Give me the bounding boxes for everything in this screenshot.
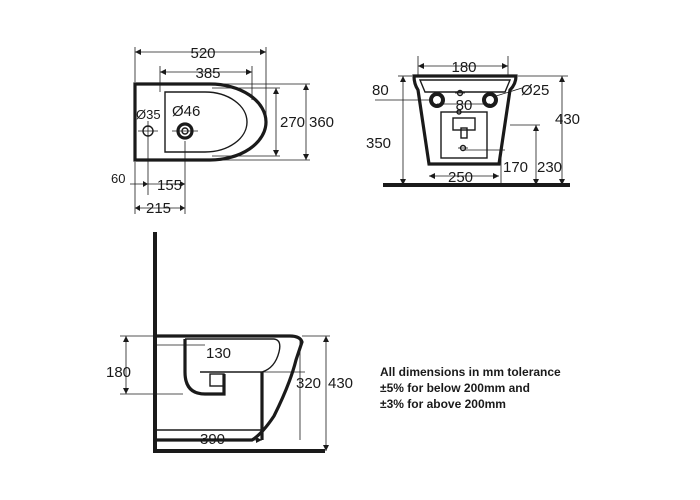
dim-side-430: 430 bbox=[328, 375, 353, 392]
side-view: 180 130 320 430 390 bbox=[106, 232, 353, 453]
note-line-3: ±3% for above 200mm bbox=[380, 397, 506, 411]
dim-rear-170: 170 bbox=[503, 159, 528, 176]
top-view-bowl bbox=[164, 91, 248, 153]
dim-rear-250: 250 bbox=[448, 169, 473, 186]
label-pipe-25: Ø25 bbox=[521, 82, 549, 99]
note-line-1: All dimensions in mm tolerance bbox=[380, 365, 561, 379]
dim-rear-hole-spacing: 80 bbox=[456, 97, 473, 114]
dim-360: 360 bbox=[309, 114, 334, 131]
dim-270: 270 bbox=[280, 114, 305, 131]
top-view-outline bbox=[133, 82, 268, 162]
tolerance-note: All dimensions in mm tolerance ±5% for b… bbox=[380, 364, 680, 412]
label-hole-35: Ø35 bbox=[136, 107, 161, 122]
rear-recess bbox=[440, 111, 488, 159]
dim-side-320: 320 bbox=[296, 375, 321, 392]
dim-side-180: 180 bbox=[106, 364, 131, 381]
dim-rear-430: 430 bbox=[555, 111, 580, 128]
pipe-hole-right bbox=[482, 92, 498, 108]
dim-155: 155 bbox=[157, 177, 182, 194]
dim-60: 60 bbox=[111, 171, 125, 186]
rear-view: 180 80 80 Ø25 350 430 230 170 250 bbox=[366, 56, 580, 187]
dim-rear-230: 230 bbox=[537, 159, 562, 176]
dim-rear-350: 350 bbox=[366, 135, 391, 152]
dim-rear-left-80: 80 bbox=[372, 82, 389, 99]
dim-215: 215 bbox=[146, 200, 171, 217]
dim-side-130: 130 bbox=[206, 345, 231, 362]
dim-side-390: 390 bbox=[200, 431, 225, 448]
dim-520: 520 bbox=[190, 45, 215, 62]
dim-385: 385 bbox=[195, 65, 220, 82]
rear-view-outline bbox=[412, 74, 518, 166]
dim-rear-180: 180 bbox=[451, 59, 476, 76]
top-view: 520 385 270 360 Ø35 Ø46 60 155 21 bbox=[111, 45, 334, 217]
note-line-2: ±5% for below 200mm and bbox=[380, 381, 530, 395]
label-hole-46: Ø46 bbox=[172, 103, 200, 120]
